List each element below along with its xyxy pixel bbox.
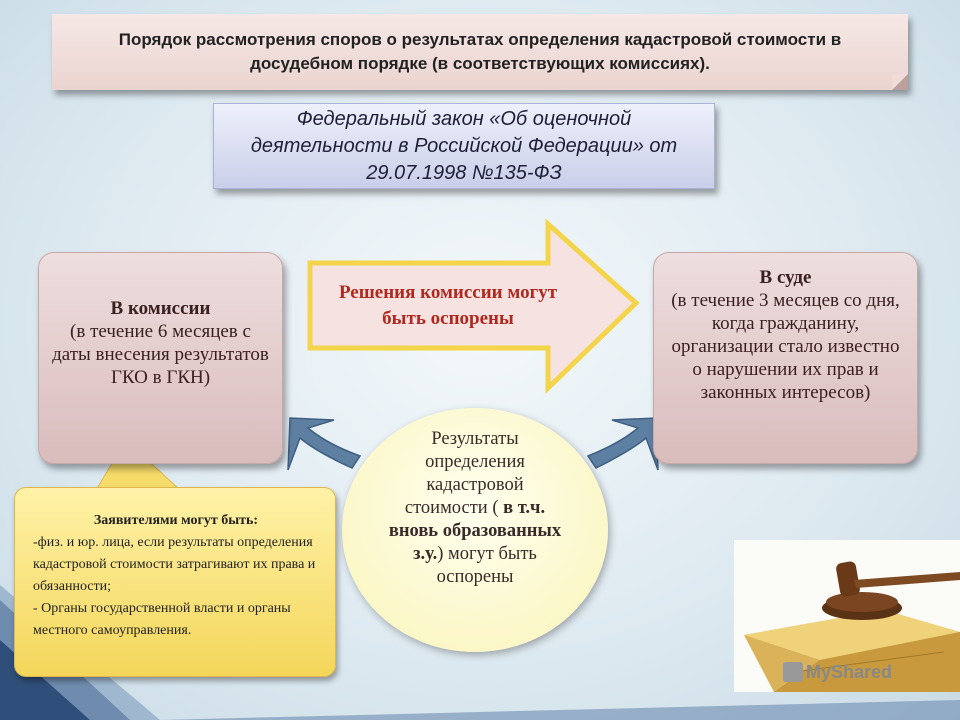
- commission-card-head: В комиссии: [110, 298, 211, 319]
- callout-item-2: - Органы государственной власти и органы…: [33, 601, 291, 638]
- callout-title: Заявителями могут быть:: [93, 513, 259, 528]
- bottom-stripe: [160, 700, 960, 720]
- title-fold-corner: [892, 74, 908, 90]
- commission-card: В комиссии (в течение 6 месяцев с даты в…: [38, 252, 283, 464]
- circle-text-1: Результаты определения кадастровой стоим…: [404, 429, 525, 518]
- law-reference-text: Федеральный закон «Об оценочной деятельн…: [250, 107, 678, 184]
- court-card: В суде (в течение 3 месяцев со дня, когд…: [653, 252, 918, 464]
- watermark-icon: [783, 662, 803, 682]
- applicants-callout: Заявителями могут быть: -физ. и юр. лица…: [14, 487, 336, 677]
- law-reference: Федеральный закон «Об оценочной деятельн…: [213, 103, 715, 189]
- circle-text-bold: в т.ч. вновь образованных з.у.: [388, 498, 562, 564]
- results-circle: Результаты определения кадастровой стоим…: [342, 408, 608, 652]
- left-curved-arrow: [287, 417, 362, 471]
- slide-title: Порядок рассмотрения споров о результата…: [52, 14, 908, 90]
- slide-title-text: Порядок рассмотрения споров о результата…: [118, 30, 842, 73]
- watermark-text: MyShared: [806, 662, 893, 682]
- circle-paren-open: (: [487, 498, 499, 518]
- right-curved-arrow: [586, 417, 659, 471]
- circle-text-2: ) могут быть оспорены: [436, 544, 537, 587]
- arrow-label: Решения комиссии могут быть оспорены: [338, 282, 558, 329]
- court-card-head: В суде: [759, 267, 812, 288]
- right-arrow-shape: [307, 218, 640, 394]
- gavel-illustration: [734, 540, 960, 692]
- callout-item-1: -физ. и юр. лица, если результаты опреде…: [33, 535, 316, 594]
- gavel-image: [734, 540, 960, 692]
- commission-card-body: (в течение 6 месяцев с даты внесения рез…: [52, 321, 269, 388]
- court-card-body: (в течение 3 месяцев со дня, когда гражд…: [671, 290, 900, 403]
